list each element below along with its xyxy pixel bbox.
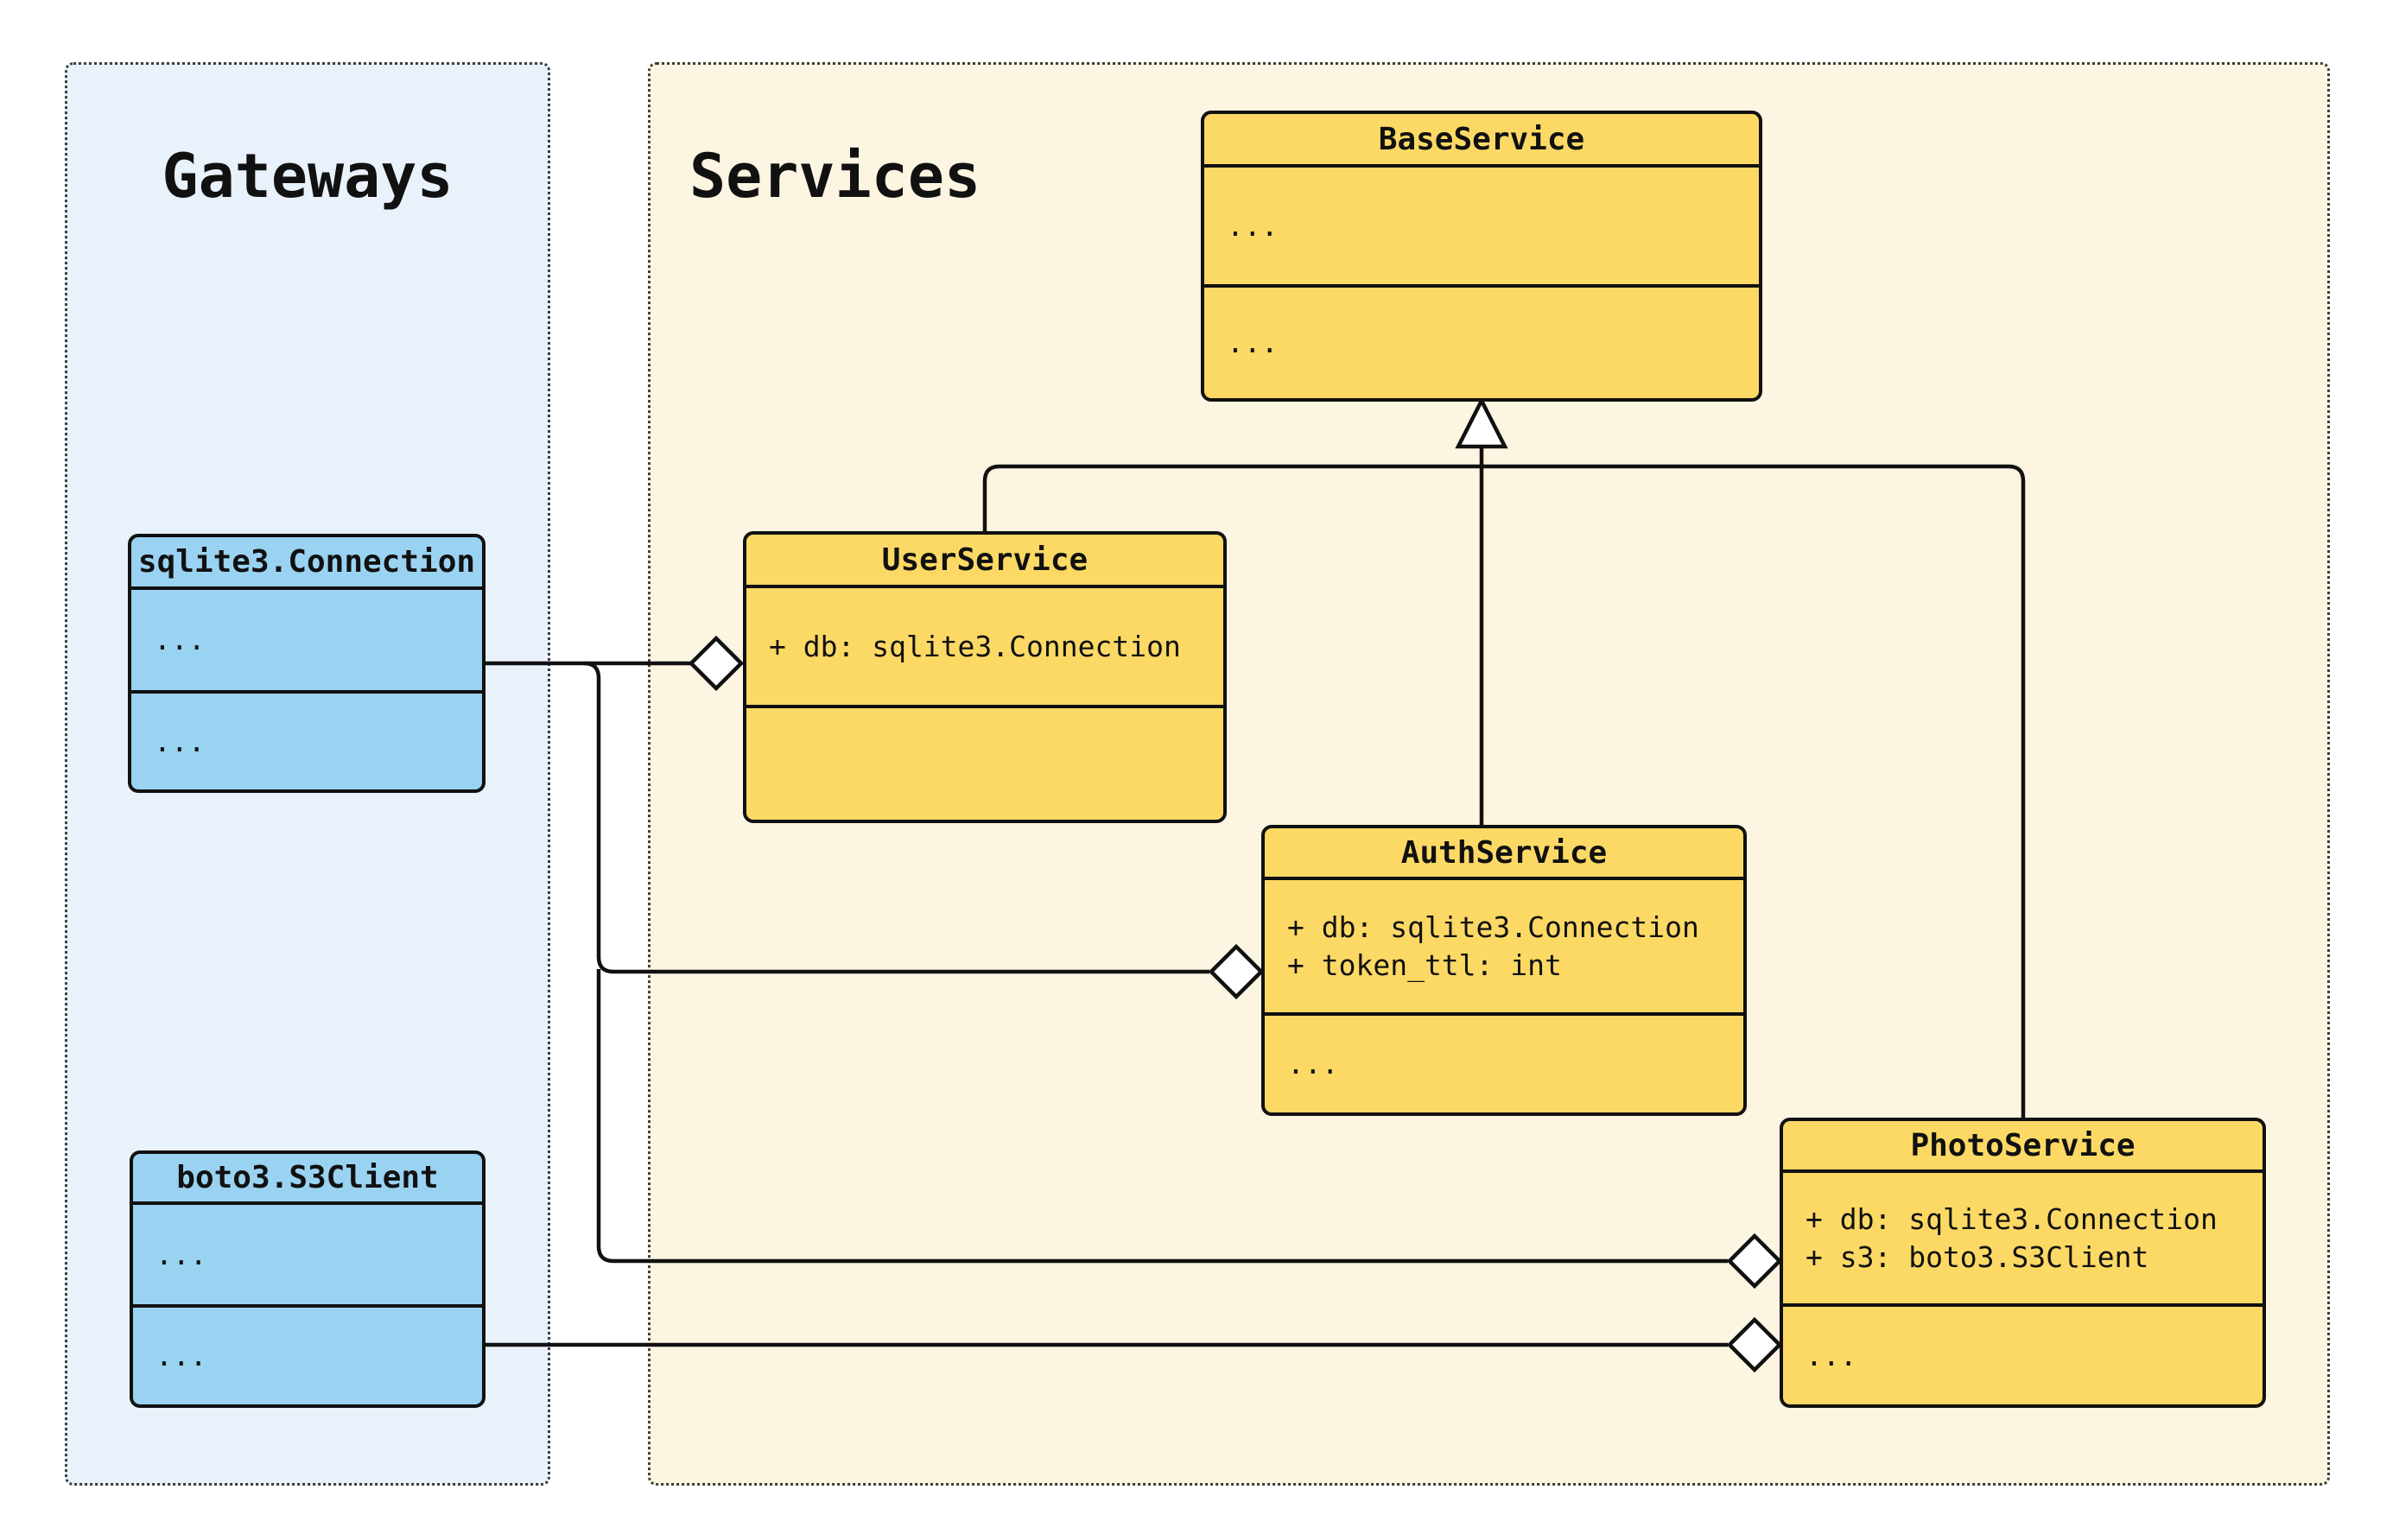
class-sqlite3-connection-title: sqlite3.Connection bbox=[131, 537, 482, 590]
class-boto3-s3client: boto3.S3Client ... ... bbox=[130, 1150, 486, 1408]
aggregation-edge-db-photoservice bbox=[596, 969, 1728, 1264]
aggregation-edge-db-authservice bbox=[583, 661, 1209, 974]
inheritance-triangle-icon bbox=[1455, 396, 1508, 449]
class-photoservice-attributes: + db: sqlite3.Connection + s3: boto3.S3C… bbox=[1783, 1173, 2263, 1307]
class-boto3-s3client-methods: ... bbox=[133, 1308, 482, 1404]
attribute-line: ... bbox=[154, 623, 206, 656]
class-boto3-s3client-attributes: ... bbox=[133, 1205, 482, 1308]
class-authservice-title: AuthService bbox=[1265, 828, 1743, 880]
inheritance-edge-userservice-photoservice bbox=[982, 464, 2026, 1119]
aggregation-diamond-icon-photoservice-db bbox=[1726, 1233, 1783, 1290]
class-sqlite3-connection-methods: ... bbox=[131, 694, 482, 789]
method-line: ... bbox=[1287, 1047, 1339, 1081]
attribute-line: + db: sqlite3.Connection bbox=[1287, 909, 1699, 944]
class-photoservice-title: PhotoService bbox=[1783, 1121, 2263, 1173]
aggregation-diamond-icon-photoservice-s3 bbox=[1726, 1316, 1783, 1373]
class-authservice-methods: ... bbox=[1265, 1016, 1743, 1112]
class-boto3-s3client-title: boto3.S3Client bbox=[133, 1154, 482, 1205]
attribute-line: + db: sqlite3.Connection bbox=[1806, 1201, 2218, 1236]
class-photoservice: PhotoService + db: sqlite3.Connection + … bbox=[1780, 1118, 2266, 1408]
class-authservice-attributes: + db: sqlite3.Connection + token_ttl: in… bbox=[1265, 880, 1743, 1016]
method-line: ... bbox=[155, 1339, 207, 1372]
aggregation-diamond-icon-userservice bbox=[688, 635, 745, 692]
class-sqlite3-connection: sqlite3.Connection ... ... bbox=[128, 534, 486, 793]
class-userservice-attributes: + db: sqlite3.Connection bbox=[746, 588, 1223, 708]
class-baseservice-attributes: ... bbox=[1204, 168, 1759, 288]
class-userservice-methods bbox=[746, 708, 1223, 820]
attribute-line: + db: sqlite3.Connection bbox=[769, 629, 1181, 663]
class-photoservice-methods: ... bbox=[1783, 1307, 2263, 1404]
method-line: ... bbox=[1806, 1338, 1857, 1372]
attribute-line: + token_ttl: int bbox=[1287, 947, 1562, 982]
attribute-line: ... bbox=[1227, 208, 1279, 243]
attribute-line: + s3: boto3.S3Client bbox=[1806, 1239, 2149, 1274]
attribute-line: ... bbox=[155, 1237, 207, 1271]
group-services-title: Services bbox=[689, 141, 981, 212]
method-line: ... bbox=[1227, 326, 1279, 359]
class-baseservice-methods: ... bbox=[1204, 288, 1759, 398]
method-line: ... bbox=[154, 724, 206, 758]
class-userservice-title: UserService bbox=[746, 535, 1223, 588]
class-baseservice-title: BaseService bbox=[1204, 114, 1759, 168]
class-sqlite3-connection-attributes: ... bbox=[131, 590, 482, 694]
group-gateways-title: Gateways bbox=[162, 141, 454, 212]
class-baseservice: BaseService ... ... bbox=[1201, 111, 1762, 402]
class-userservice: UserService + db: sqlite3.Connection bbox=[743, 531, 1227, 823]
class-authservice: AuthService + db: sqlite3.Connection + t… bbox=[1261, 825, 1747, 1116]
aggregation-diamond-icon-authservice bbox=[1208, 943, 1265, 1000]
